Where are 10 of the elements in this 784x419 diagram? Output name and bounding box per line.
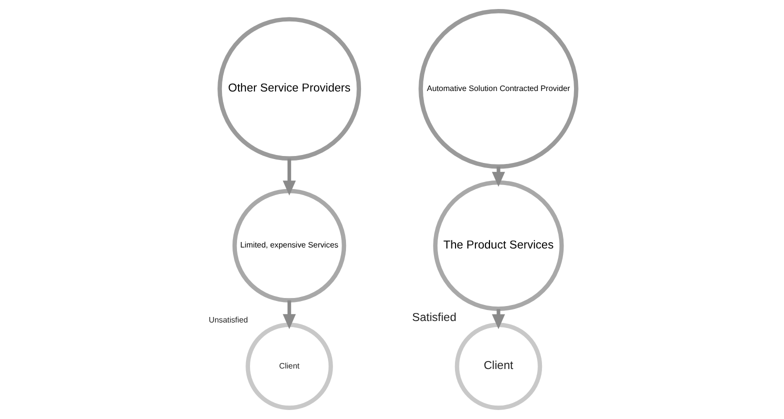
node-circle: The Product Services (432, 180, 564, 311)
node-circle: Client (454, 322, 542, 410)
node-label: Unsatisfied (208, 316, 248, 325)
node-circle: Limited, expensive Services (232, 188, 346, 303)
arrow (282, 158, 296, 196)
node-circle: Automative Solution Contracted Provider (418, 8, 578, 169)
node-label: Satisfied (412, 312, 456, 324)
arrow (282, 300, 296, 330)
node-circle: Client (245, 322, 332, 410)
node-circle: Other Service Providers (217, 17, 361, 161)
